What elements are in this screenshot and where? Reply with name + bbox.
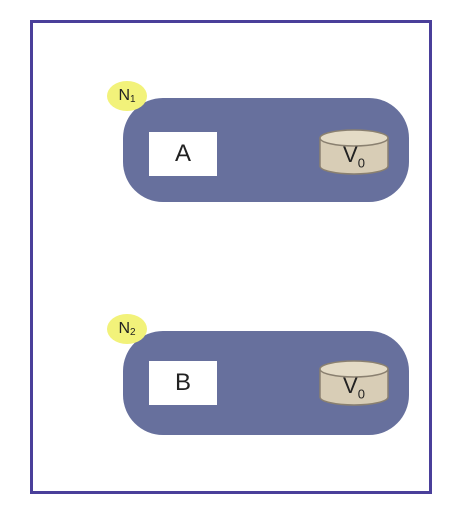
- volume-label: V0: [343, 373, 365, 402]
- process-label: B: [174, 369, 191, 396]
- node-n1: A V0: [123, 98, 409, 202]
- cylinder-icon: [319, 129, 389, 175]
- cylinder-icon: [319, 360, 389, 406]
- volume-v0-n1: V0: [318, 128, 390, 176]
- volume-v0-n2: V0: [318, 359, 390, 407]
- node-n2: B V0: [123, 331, 409, 435]
- process-box-b: B: [149, 361, 217, 405]
- process-box-a: A: [149, 132, 217, 176]
- volume-label: V0: [343, 142, 365, 171]
- process-label: A: [174, 140, 191, 167]
